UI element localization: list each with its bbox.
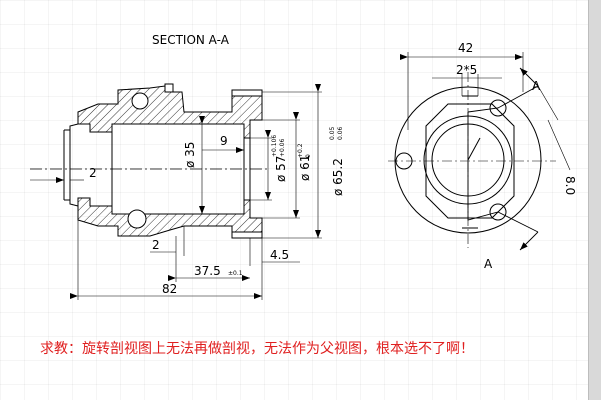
dim-2-bottom: 2 — [152, 238, 160, 252]
end-view-centerlines — [388, 72, 556, 248]
dim-4-5: 4.5 — [270, 248, 289, 262]
bolt-hole-bottom-right — [489, 203, 507, 221]
dim-width-42: 42 — [458, 41, 473, 55]
window-edge — [588, 0, 601, 400]
section-title: SECTION A-A — [152, 33, 230, 47]
dim-dia-65-2-tol-lower: 0.06 — [337, 126, 344, 140]
help-question-text: 求教：旋转剖视图上无法再做剖视，无法作为父视图，根本选不了啊！ — [40, 341, 474, 357]
section-cut-line — [467, 67, 539, 251]
dim-dia-57-tol-upper: +0.106 — [271, 135, 278, 157]
dim-2-left: 2 — [89, 166, 97, 180]
end-view-dimension-lines — [400, 52, 571, 171]
dim-dia-61-tol-upper: +0.2 — [297, 143, 304, 158]
section-view — [30, 83, 268, 239]
section-mark-bottom: A — [484, 257, 493, 271]
dim-radius-8: 8.0 — [563, 176, 577, 195]
dim-dia-65-2: ø 65.2 — [331, 158, 345, 196]
dim-37-5: 37.5 — [194, 264, 221, 278]
section-dimension-lines — [30, 84, 322, 300]
dim-dia-35: ø 35 — [183, 142, 197, 168]
dim-dia-61: ø 61 — [298, 155, 312, 181]
dim-dia-61-tol-lower: 0 — [305, 154, 312, 158]
dim-dia-57: ø 57 — [274, 156, 288, 182]
dim-37-5-tol: ±0.1 — [228, 270, 243, 277]
dim-dia-57-tol-lower: +0.06 — [279, 138, 286, 157]
dim-9: 9 — [220, 134, 228, 148]
bolt-hole-top-right — [489, 99, 507, 117]
section-mark-top: A — [532, 79, 541, 93]
dim-dia-65-2-tol-upper: 0.05 — [329, 126, 336, 140]
dim-holes-2x5: 2*5 — [456, 63, 477, 77]
dim-82: 82 — [162, 282, 177, 296]
